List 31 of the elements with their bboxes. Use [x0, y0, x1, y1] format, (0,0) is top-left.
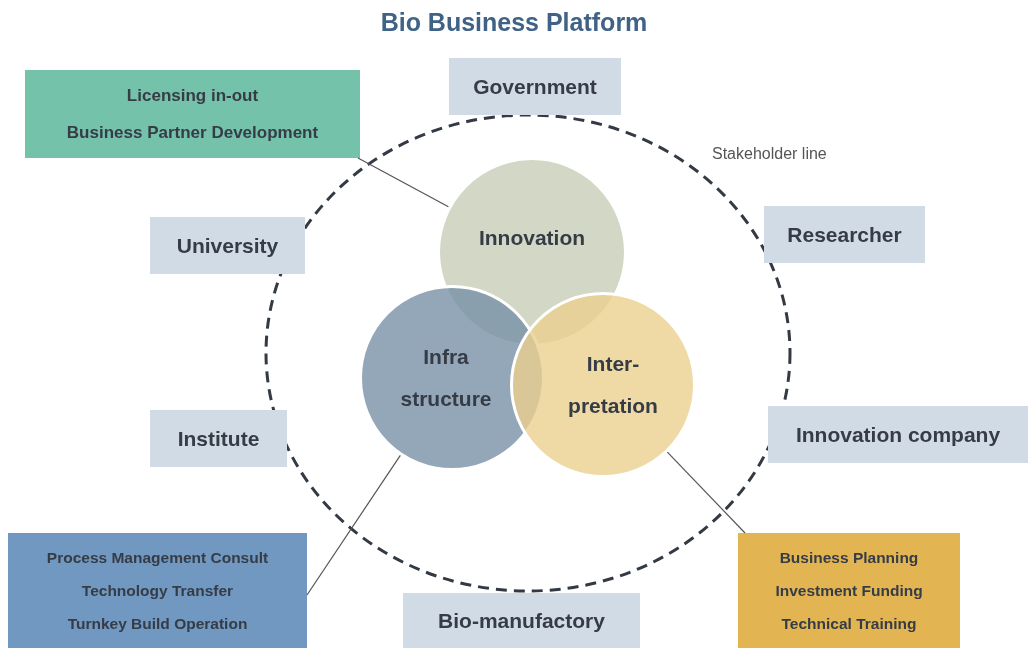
box-label: University	[176, 232, 279, 259]
box-label: Technology Transfer	[81, 580, 234, 601]
box-label: Business Partner Development	[66, 122, 319, 144]
stakeholder-box	[150, 217, 305, 274]
service-box	[738, 533, 960, 648]
stakeholder-box	[764, 206, 925, 263]
box-label: Innovation company	[795, 421, 1001, 448]
circle-label: Innovation	[478, 225, 586, 251]
box-label: Bio-manufactory	[438, 607, 605, 634]
box-label: Process Management Consult	[46, 547, 269, 568]
box-label: Technical Training	[781, 614, 917, 635]
stakeholder-box	[449, 58, 621, 115]
box-label: Business Planning	[779, 547, 919, 568]
circle-label: Infra structure	[399, 344, 493, 412]
leader-line	[666, 451, 746, 534]
leader-line	[357, 157, 450, 208]
circle-label: Inter- pretation	[567, 351, 659, 419]
box-label: Institute	[177, 425, 260, 452]
stakeholder-box	[768, 406, 1028, 463]
stakeholder-box	[150, 410, 287, 467]
stakeholder-box	[403, 593, 640, 648]
service-box	[8, 533, 307, 648]
box-label: Government	[473, 73, 597, 100]
line-label: Stakeholder line	[712, 144, 827, 164]
box-label: Investment Funding	[775, 580, 923, 601]
box-label: Turnkey Build Operation	[67, 614, 248, 635]
box-label: Licensing in-out	[126, 84, 259, 107]
service-box	[25, 70, 360, 158]
box-label: Researcher	[787, 221, 902, 248]
title: Bio Business Platform	[379, 7, 649, 38]
leader-line	[306, 454, 401, 596]
